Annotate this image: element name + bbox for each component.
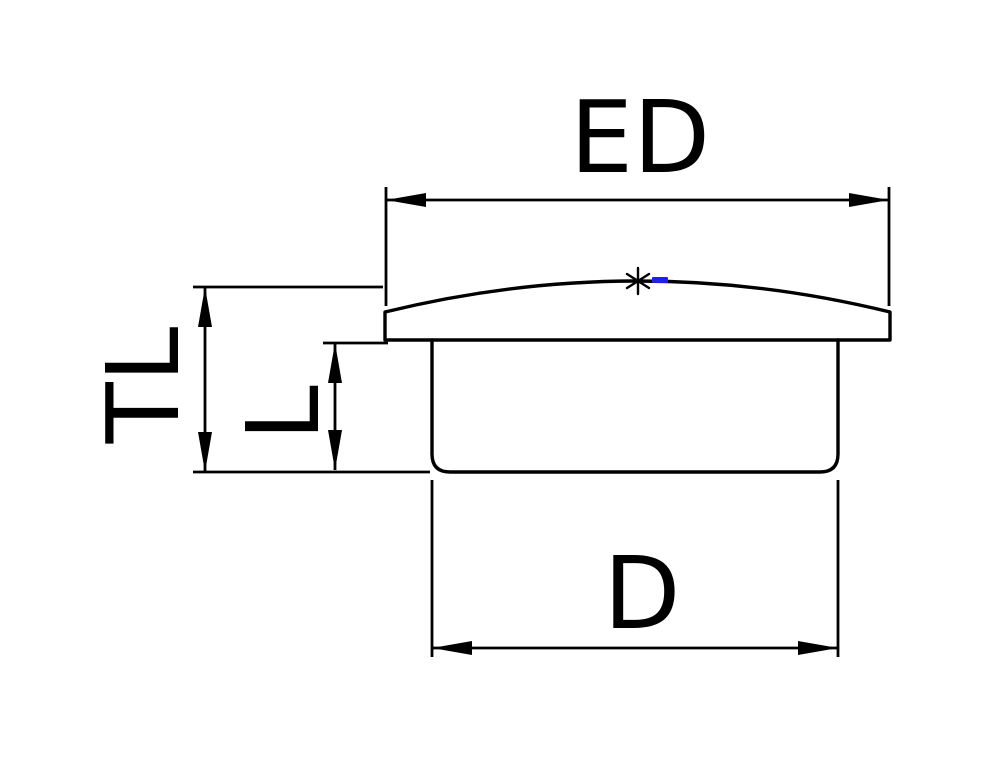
- d-dimension-label: D: [603, 535, 680, 652]
- d-dimension: D: [430, 480, 840, 657]
- d-arrow-right: [798, 641, 838, 655]
- l-dimension-label: L: [225, 385, 342, 441]
- center-point-marker: [625, 266, 651, 296]
- tl-arrow-bottom: [198, 432, 212, 472]
- tl-arrow-top: [198, 287, 212, 327]
- tl-dimension-label: TL: [85, 326, 202, 444]
- ed-dimension-label: ED: [570, 79, 710, 196]
- highlight-vertex-marker: [652, 277, 668, 283]
- marker-stroke-diagonal-2: [625, 272, 651, 290]
- ed-arrow-left: [386, 193, 426, 207]
- ed-arrow-right: [849, 193, 889, 207]
- cap-cross-section: [383, 279, 892, 474]
- ed-dimension: ED: [384, 79, 891, 306]
- l-arrow-top: [328, 343, 342, 383]
- l-arrow-bottom: [328, 430, 342, 470]
- d-arrow-left: [432, 641, 472, 655]
- tl-dimension: TL: [85, 285, 430, 474]
- cap-body-outline: [430, 338, 840, 474]
- l-dimension: L: [225, 341, 388, 470]
- cap-flange-outline: [383, 279, 892, 342]
